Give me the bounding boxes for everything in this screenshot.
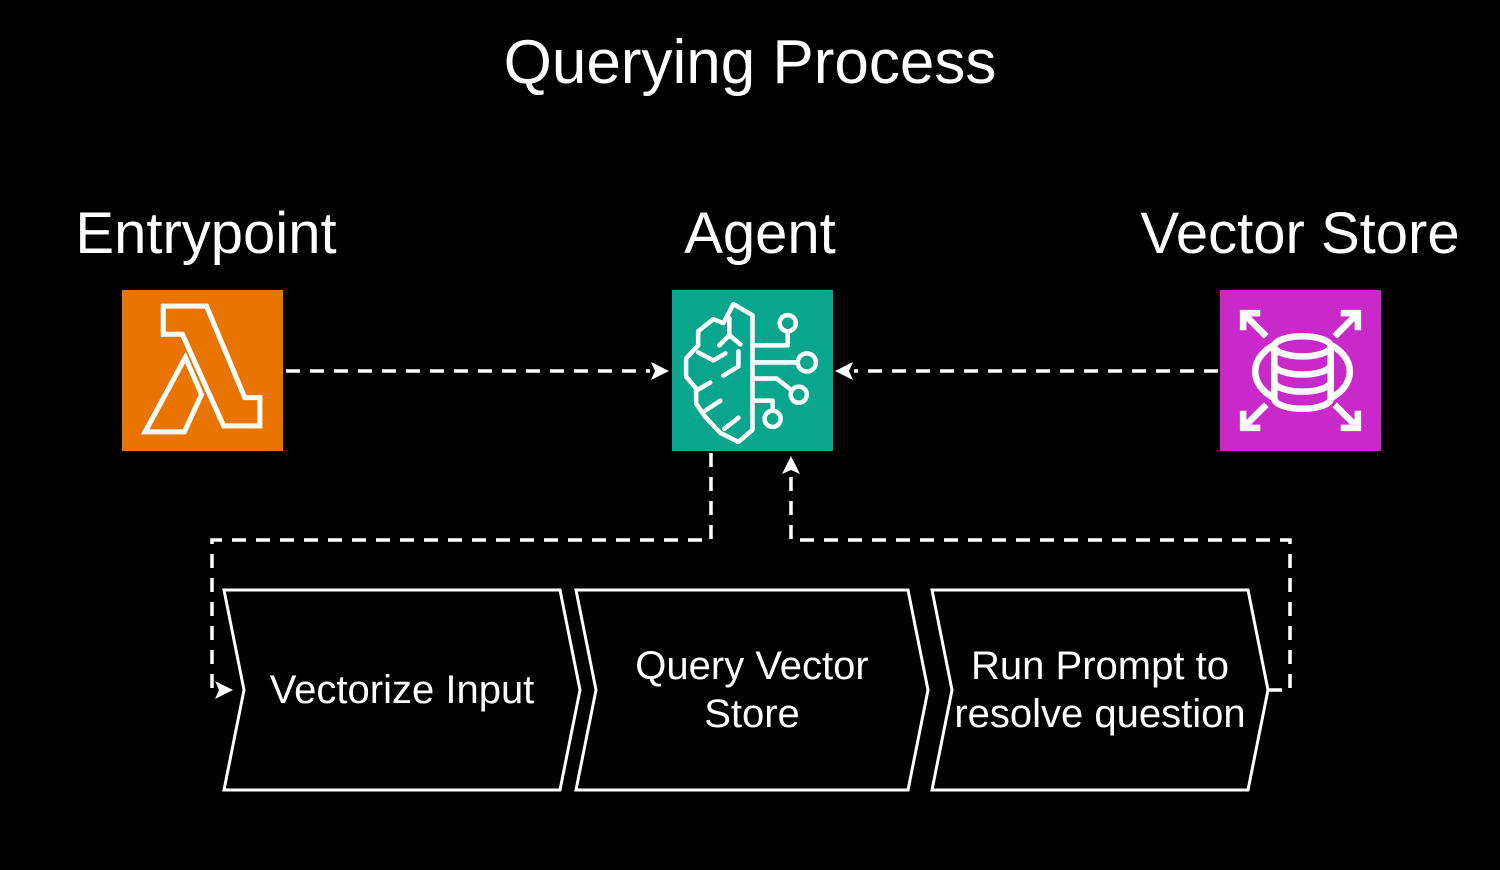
brain-circuit-icon	[672, 290, 833, 451]
connector-entrypoint-to-agent	[286, 362, 669, 380]
arrowhead-right-icon	[651, 362, 669, 380]
chevron-vectorize-input	[222, 588, 582, 792]
entrypoint-node	[122, 290, 283, 451]
step-label-run-prompt: Run Prompt to resolve question	[954, 644, 1246, 736]
chevron-query-vector-store	[574, 588, 930, 792]
process-chevrons	[222, 588, 1270, 792]
brain-folds	[693, 315, 743, 432]
circuit-node	[762, 408, 783, 430]
connector-vector-store-to-agent	[835, 362, 1218, 380]
agent-node	[672, 290, 833, 451]
db-cylinder-band	[1271, 363, 1334, 378]
node-label-agent: Agent	[684, 201, 836, 266]
aws-lambda-icon	[122, 290, 283, 451]
connector-agent-to-vectorize-input	[210, 453, 713, 699]
lambda-glyph	[160, 303, 263, 429]
circuit-traces	[750, 331, 800, 413]
circuit-node	[777, 312, 799, 334]
step-label-vectorize-input: Vectorize Input	[269, 668, 535, 712]
arrowhead-right-icon	[215, 681, 233, 699]
connector-run-prompt-to-agent	[782, 456, 1292, 692]
arrowhead-up-icon	[782, 456, 800, 474]
arrowhead-left-icon	[835, 362, 853, 380]
lambda-leg	[140, 351, 205, 435]
expand-arrows-icon	[1239, 309, 1362, 432]
diagram-title: Querying Process	[503, 28, 997, 97]
chevron-run-prompt	[930, 588, 1270, 792]
node-label-vector-store: Vector Store	[1140, 201, 1460, 266]
step-label-query-vector-store: Query Vector Store	[635, 644, 869, 736]
node-label-entrypoint: Entrypoint	[75, 201, 337, 266]
vector-store-node	[1220, 290, 1381, 451]
db-cylinder-top	[1271, 333, 1334, 360]
circuit-node	[795, 351, 819, 374]
db-cylinder-band	[1271, 380, 1334, 395]
circuit-node	[788, 384, 810, 405]
scalable-database-icon	[1220, 290, 1381, 451]
